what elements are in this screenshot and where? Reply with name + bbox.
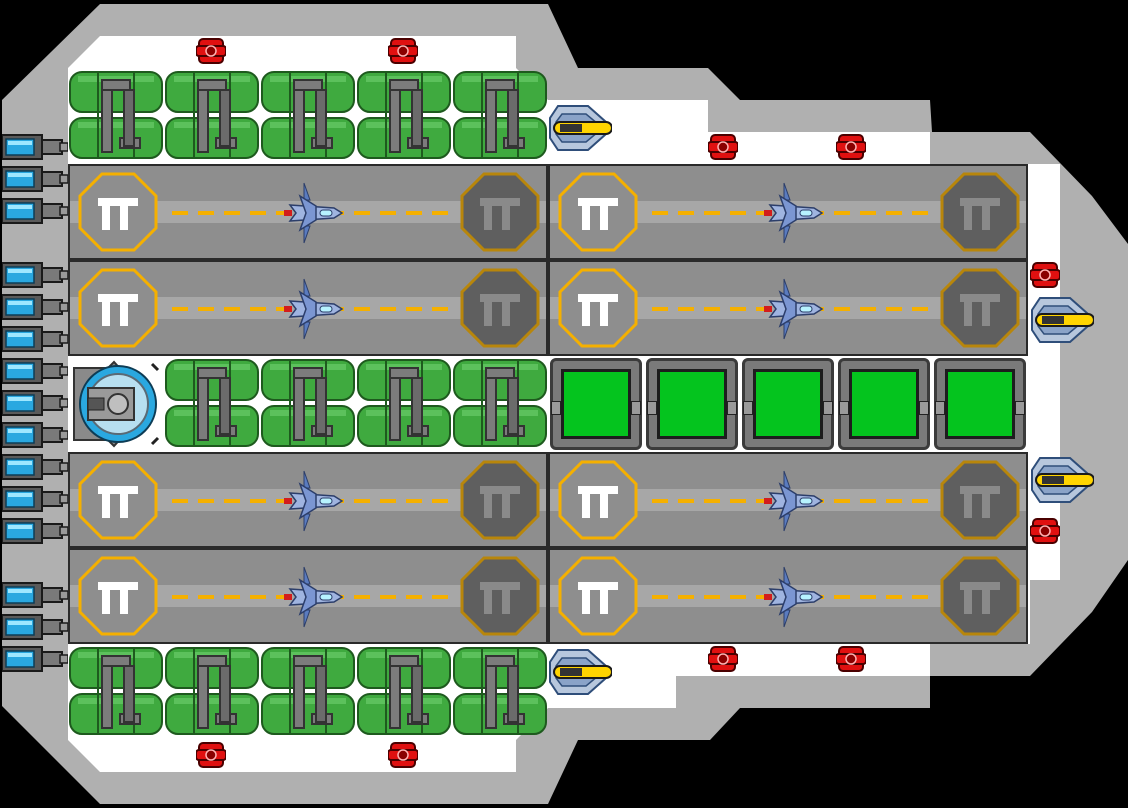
pad-active-icon[interactable] [558,556,638,636]
cargo-container-icon[interactable] [646,358,738,450]
cargo-latch [839,401,849,415]
pad-active-icon[interactable] [78,268,158,348]
pad-active-icon[interactable] [558,172,638,252]
thruster-icon[interactable] [2,580,68,610]
landing-bay[interactable] [68,452,548,548]
cargo-latch [647,401,657,415]
thruster-icon[interactable] [2,644,68,674]
fuel-tank-icon[interactable] [260,358,356,450]
cargo-latch [551,401,561,415]
pad-inactive-icon[interactable] [940,268,1020,348]
thruster-icon[interactable] [2,132,68,162]
laser-cannon-icon[interactable] [548,644,612,700]
fuel-tank-icon[interactable] [356,358,452,450]
cargo-container-icon[interactable] [742,358,834,450]
sensor-node-icon[interactable] [1029,516,1061,546]
pad-active-icon[interactable] [78,172,158,252]
fuel-tank-icon[interactable] [452,70,548,162]
pad-inactive-icon[interactable] [940,460,1020,540]
pad-inactive-icon[interactable] [940,556,1020,636]
laser-cannon-icon[interactable] [548,100,612,156]
cargo-contents [753,369,823,439]
thruster-icon[interactable] [2,452,68,482]
pad-active-icon[interactable] [558,268,638,348]
fighter-jet-icon[interactable] [276,178,346,248]
fuel-tank-icon[interactable] [356,646,452,738]
thruster-icon[interactable] [2,196,68,226]
cargo-latch [743,401,753,415]
fighter-jet-icon[interactable] [756,178,826,248]
fighter-jet-icon[interactable] [756,562,826,632]
thruster-icon[interactable] [2,516,68,546]
cargo-latch [823,401,833,415]
cargo-contents [945,369,1015,439]
fuel-tank-icon[interactable] [68,70,164,162]
thruster-icon[interactable] [2,356,68,386]
pad-inactive-icon[interactable] [940,172,1020,252]
sensor-node-icon[interactable] [1029,260,1061,290]
thruster-icon[interactable] [2,612,68,642]
fuel-tank-icon[interactable] [452,358,548,450]
laser-cannon-icon[interactable] [1030,452,1094,508]
fighter-jet-icon[interactable] [276,466,346,536]
sensor-node-icon[interactable] [707,132,739,162]
fuel-tank-icon[interactable] [452,646,548,738]
thruster-icon[interactable] [2,164,68,194]
cargo-container-icon[interactable] [838,358,930,450]
landing-bay[interactable] [548,548,1028,644]
dome-turret-icon[interactable] [68,358,160,450]
pad-active-icon[interactable] [78,556,158,636]
fuel-tank-icon[interactable] [68,646,164,738]
cargo-contents [561,369,631,439]
thruster-icon[interactable] [2,324,68,354]
pad-inactive-icon[interactable] [460,460,540,540]
fuel-tank-icon[interactable] [260,646,356,738]
landing-bay[interactable] [548,260,1028,356]
sensor-node-icon[interactable] [195,36,227,66]
thruster-icon[interactable] [2,484,68,514]
thruster-icon[interactable] [2,292,68,322]
fuel-tank-icon[interactable] [164,646,260,738]
landing-bay[interactable] [548,164,1028,260]
sensor-node-icon[interactable] [835,132,867,162]
sensor-node-icon[interactable] [387,740,419,770]
fuel-tank-icon[interactable] [356,70,452,162]
cargo-latch [631,401,641,415]
sensor-node-icon[interactable] [387,36,419,66]
landing-bay[interactable] [68,260,548,356]
sensor-node-icon[interactable] [195,740,227,770]
thruster-icon[interactable] [2,420,68,450]
cargo-latch [935,401,945,415]
pad-active-icon[interactable] [78,460,158,540]
thruster-icon[interactable] [2,260,68,290]
fighter-jet-icon[interactable] [276,562,346,632]
sensor-node-icon[interactable] [835,644,867,674]
pad-inactive-icon[interactable] [460,172,540,252]
sensor-node-icon[interactable] [707,644,739,674]
cargo-contents [849,369,919,439]
pad-active-icon[interactable] [558,460,638,540]
fuel-tank-icon[interactable] [260,70,356,162]
fighter-jet-icon[interactable] [756,274,826,344]
laser-cannon-icon[interactable] [1030,292,1094,348]
cargo-latch [919,401,929,415]
fuel-tank-icon[interactable] [164,70,260,162]
pad-inactive-icon[interactable] [460,268,540,348]
cargo-contents [657,369,727,439]
fighter-jet-icon[interactable] [756,466,826,536]
fighter-jet-icon[interactable] [276,274,346,344]
thruster-icon[interactable] [2,388,68,418]
pad-inactive-icon[interactable] [460,556,540,636]
fuel-tank-icon[interactable] [164,358,260,450]
cargo-latch [727,401,737,415]
landing-bay[interactable] [68,548,548,644]
cargo-container-icon[interactable] [934,358,1026,450]
landing-bay[interactable] [548,452,1028,548]
landing-bay[interactable] [68,164,548,260]
cargo-latch [1015,401,1025,415]
cargo-container-icon[interactable] [550,358,642,450]
